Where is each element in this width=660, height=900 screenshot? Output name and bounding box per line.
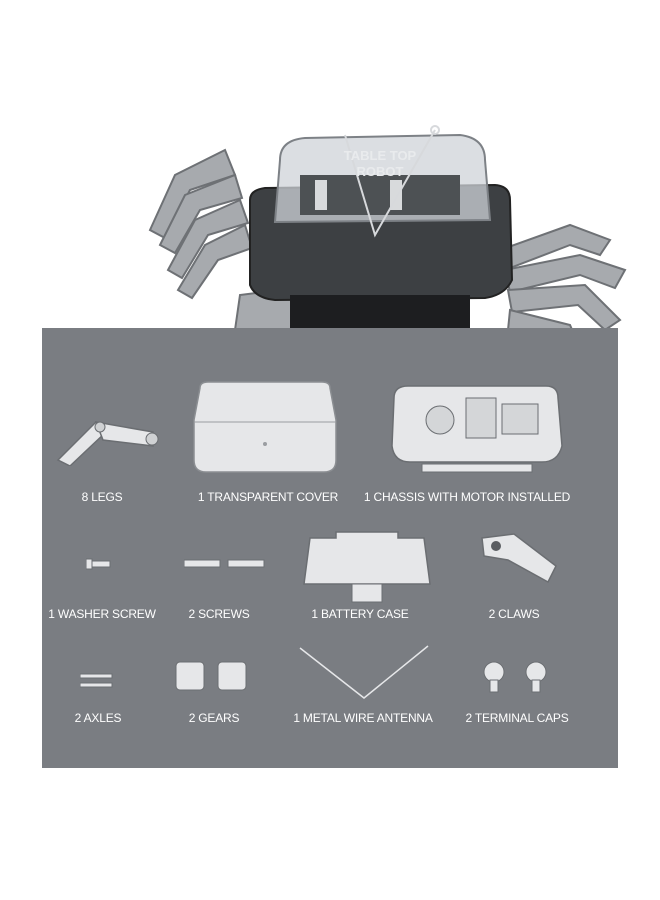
label-terminal-caps: 2 TERMINAL CAPS: [465, 711, 569, 725]
label-chassis-with-motor: 1 CHASSIS WITH MOTOR INSTALLED: [363, 490, 571, 504]
metal-wire-antenna-illustration: [299, 645, 429, 699]
label-metal-wire-antenna: 1 METAL WIRE ANTENNA: [293, 711, 433, 725]
transparent-cover-illustration: [193, 381, 337, 473]
washer-screw-illustration: [86, 558, 111, 570]
screws-illustration: [184, 559, 265, 568]
terminal-caps-illustration: [483, 661, 547, 693]
chassis-with-motor-illustration: [391, 385, 563, 473]
cover-text-line-2: ROBOT: [357, 164, 404, 179]
label-screws: 2 SCREWS: [188, 607, 250, 621]
battery-case-illustration: [303, 531, 431, 603]
label-battery-case: 1 BATTERY CASE: [311, 607, 409, 621]
axles-illustration: [80, 673, 113, 688]
label-gears: 2 GEARS: [188, 711, 240, 725]
claw-illustration: [481, 533, 557, 584]
gears-illustration: [175, 661, 247, 691]
leg-part-illustration: [56, 420, 159, 466]
cover-text-line-1: TABLE TOP: [344, 148, 417, 163]
label-transparent-cover: 1 TRANSPARENT COVER: [197, 490, 339, 504]
label-axles: 2 AXLES: [74, 711, 122, 725]
label-washer-screw: 1 WASHER SCREW: [48, 607, 156, 621]
label-claws: 2 CLAWS: [488, 607, 540, 621]
label-legs: 8 LEGS: [81, 490, 123, 504]
